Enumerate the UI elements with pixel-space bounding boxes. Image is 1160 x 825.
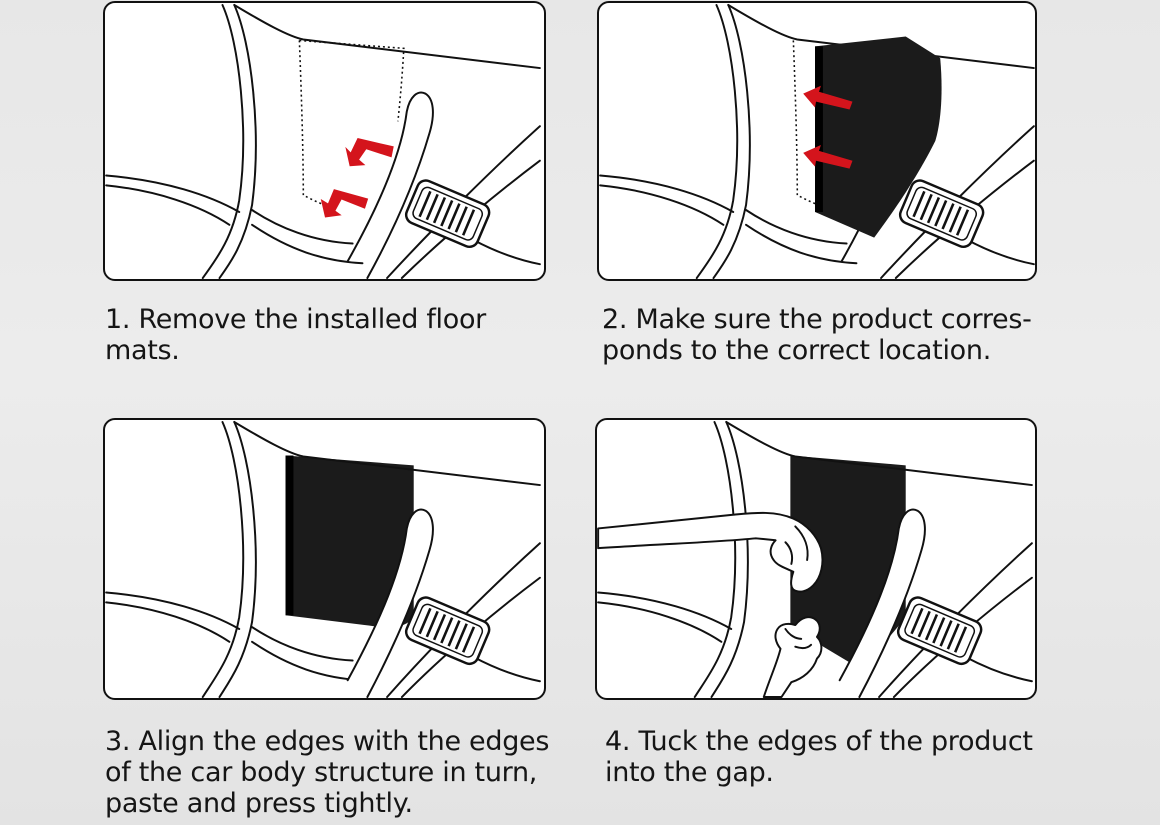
red-arrow-icon — [345, 138, 394, 167]
brake-pedal-icon — [896, 596, 983, 666]
step-3-illustration — [103, 418, 546, 700]
product-panel — [285, 455, 414, 628]
car-footwell-drawing — [599, 3, 1035, 279]
red-arrow-icon — [320, 189, 369, 218]
red-arrow-icon — [803, 85, 853, 110]
red-arrow-icon — [803, 144, 853, 169]
hand-icon — [762, 616, 823, 698]
step-1-illustration — [103, 1, 546, 281]
step-4-illustration — [595, 418, 1037, 700]
hand-icon — [597, 511, 824, 593]
step-3-caption: 3. Align the edges with the edges of the… — [105, 726, 550, 819]
car-footwell-drawing — [105, 3, 541, 279]
brake-pedal-icon — [898, 179, 985, 249]
step-1-caption: 1. Remove the installed floor mats. — [105, 304, 486, 366]
brake-pedal-icon — [404, 596, 491, 666]
car-footwell-drawing — [597, 420, 1033, 698]
step-4-caption: 4. Tuck the edges of the product into th… — [605, 726, 1033, 788]
brake-pedal-icon — [404, 179, 491, 249]
car-footwell-drawing — [105, 420, 541, 698]
step-2-illustration — [597, 1, 1037, 281]
step-2-caption: 2. Make sure the product corres-ponds to… — [602, 304, 1032, 366]
